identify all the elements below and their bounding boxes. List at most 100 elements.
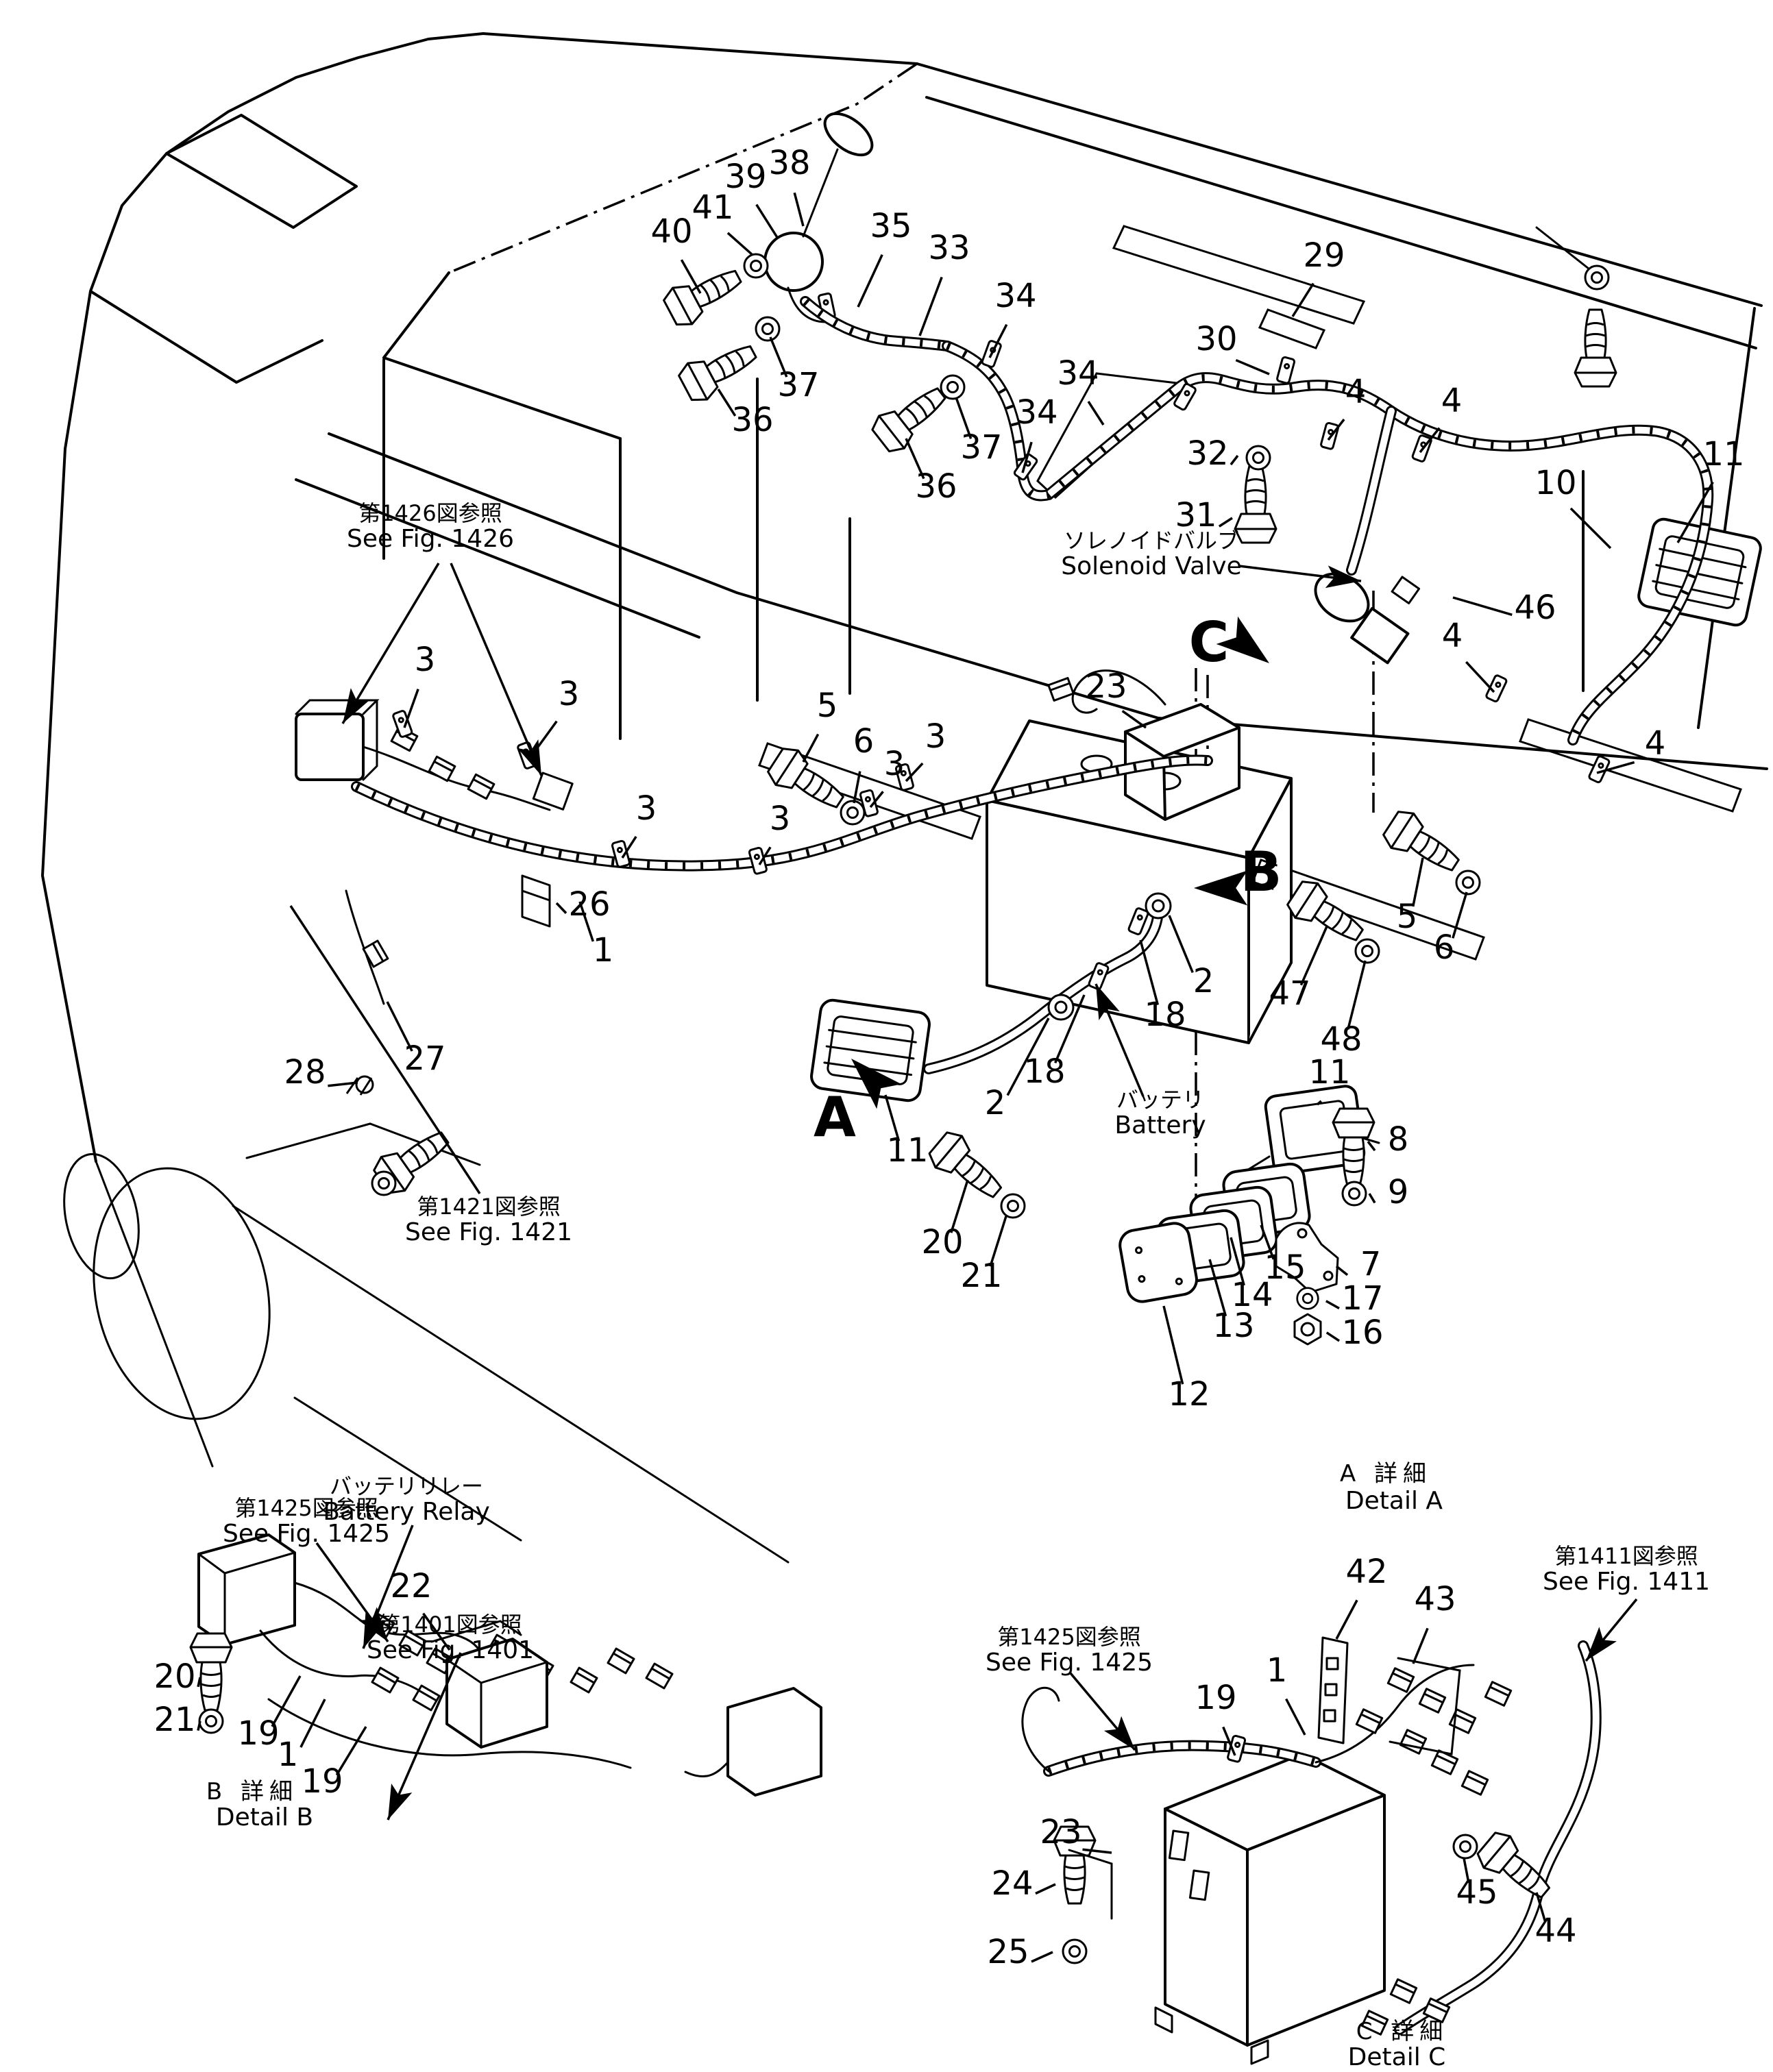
part-callout: 19 bbox=[1195, 1679, 1236, 1717]
callout-leader bbox=[1054, 994, 1086, 1064]
part-callout: 26 bbox=[568, 885, 610, 924]
fig-ref-jp: 第1421図参照 bbox=[417, 1194, 560, 1220]
part-callout: 47 bbox=[1269, 974, 1310, 1013]
section-markers: ABC bbox=[814, 610, 1282, 1149]
callout-leader bbox=[1347, 960, 1367, 1030]
callout-leader bbox=[1235, 358, 1270, 375]
fig-ref-jp: 第1425図参照 bbox=[997, 1624, 1140, 1650]
callout-leader bbox=[1419, 427, 1441, 454]
part-callout: 4 bbox=[1645, 724, 1666, 763]
part-callout: 10 bbox=[1534, 464, 1576, 502]
callout-leader bbox=[1412, 857, 1424, 907]
part-callout: 5 bbox=[817, 687, 838, 725]
solenoid_valve-label-en: Solenoid Valve bbox=[1061, 552, 1242, 580]
part-callout: 23 bbox=[1085, 667, 1127, 706]
fig-ref-en: See Fig. 1401 bbox=[367, 1636, 534, 1664]
part-callout: 3 bbox=[884, 745, 905, 783]
hardware bbox=[369, 226, 1617, 1219]
part-callout: 35 bbox=[870, 207, 912, 245]
part-callout: 8 bbox=[1388, 1120, 1409, 1159]
part-callout: 6 bbox=[853, 722, 875, 761]
battery_relay-label-jp: バッテリリレー bbox=[330, 1473, 483, 1499]
part-callout: 23 bbox=[1040, 1813, 1081, 1851]
part-callout: 7 bbox=[1360, 1245, 1382, 1283]
callout-leader bbox=[857, 254, 883, 308]
arrowhead-icon bbox=[343, 688, 371, 724]
head-lamp-top-right bbox=[1637, 517, 1762, 627]
part-callout: 13 bbox=[1212, 1307, 1254, 1345]
part-callout: 5 bbox=[1397, 898, 1418, 936]
callout-leader bbox=[299, 1699, 326, 1748]
callout-leader bbox=[905, 762, 924, 782]
part-callout: 11 bbox=[886, 1131, 928, 1170]
callout-leader bbox=[1412, 1627, 1429, 1664]
arrowhead-icon bbox=[1194, 870, 1248, 906]
callout-leader bbox=[1335, 1599, 1358, 1640]
relay-left bbox=[295, 699, 574, 811]
callout-leader bbox=[197, 1677, 201, 1688]
callout-leader bbox=[1031, 1951, 1053, 1963]
callout-leader bbox=[578, 901, 594, 942]
arrowhead-icon bbox=[851, 1059, 902, 1109]
part-callout: 6 bbox=[1434, 928, 1455, 967]
part-callout: 4 bbox=[1442, 617, 1463, 655]
part-callout: 21 bbox=[154, 1701, 195, 1739]
part-callout: 40 bbox=[650, 212, 692, 251]
section-letter-B: B bbox=[1240, 840, 1282, 904]
callout-leader bbox=[755, 204, 779, 239]
part-callout: 15 bbox=[1264, 1248, 1306, 1287]
callout-leader bbox=[769, 336, 788, 378]
callout-leader bbox=[802, 733, 820, 763]
callout-leader bbox=[1006, 1018, 1050, 1096]
part-callout: 18 bbox=[1023, 1052, 1065, 1091]
callout-leader bbox=[386, 1001, 413, 1052]
part-callout: 4 bbox=[1345, 373, 1367, 411]
callout-leader bbox=[1285, 1698, 1306, 1736]
callout-leader bbox=[1463, 1858, 1470, 1884]
part-callout: 41 bbox=[692, 188, 733, 227]
callout-leader bbox=[1299, 926, 1328, 986]
part-callout: 31 bbox=[1175, 496, 1216, 534]
part-callout: 19 bbox=[237, 1714, 279, 1753]
callout-leader bbox=[1465, 661, 1495, 693]
arrowhead-icon bbox=[1216, 616, 1269, 663]
part-callout: 28 bbox=[284, 1053, 326, 1092]
callout-leader bbox=[1121, 710, 1147, 729]
part-callout: 11 bbox=[1702, 435, 1744, 473]
callout-leader bbox=[1087, 400, 1105, 426]
callout-leader bbox=[1452, 891, 1468, 939]
callout-leader bbox=[621, 836, 637, 859]
fig-ref-en: See Fig. 1411 bbox=[1543, 1568, 1710, 1596]
part-callout: 45 bbox=[1456, 1873, 1497, 1912]
callout-leader bbox=[1596, 761, 1635, 774]
fig-ref-leader bbox=[341, 563, 440, 724]
part-callout: 34 bbox=[1016, 393, 1057, 432]
callout-leader bbox=[1218, 517, 1233, 528]
callout-leader bbox=[528, 720, 558, 761]
solenoid_valve-label-jp: ソレノイドバルブ bbox=[1064, 528, 1239, 554]
callout-leader bbox=[793, 192, 805, 227]
arrowhead-icon bbox=[388, 1784, 413, 1820]
callout-leader bbox=[758, 846, 772, 865]
part-callout: 25 bbox=[987, 1933, 1029, 1971]
fig-ref-en: See Fig. 1425 bbox=[223, 1520, 390, 1548]
callout-leader bbox=[988, 323, 1008, 358]
part-callout: 17 bbox=[1341, 1279, 1383, 1318]
callout-leader bbox=[1260, 1224, 1275, 1260]
lamp-switch bbox=[763, 112, 874, 323]
callout-leader bbox=[1021, 441, 1033, 473]
part-callout: 48 bbox=[1320, 1020, 1362, 1059]
part-callout: 32 bbox=[1186, 434, 1228, 473]
part-callout: 1 bbox=[1267, 1651, 1288, 1690]
callout-leader bbox=[869, 791, 884, 809]
fig-ref-jp: 第1425図参照 bbox=[234, 1495, 378, 1521]
callout-leader bbox=[717, 388, 737, 417]
callout-leader bbox=[905, 438, 925, 480]
callout-leader bbox=[1322, 1298, 1340, 1310]
fig-ref-leader bbox=[387, 1652, 462, 1821]
